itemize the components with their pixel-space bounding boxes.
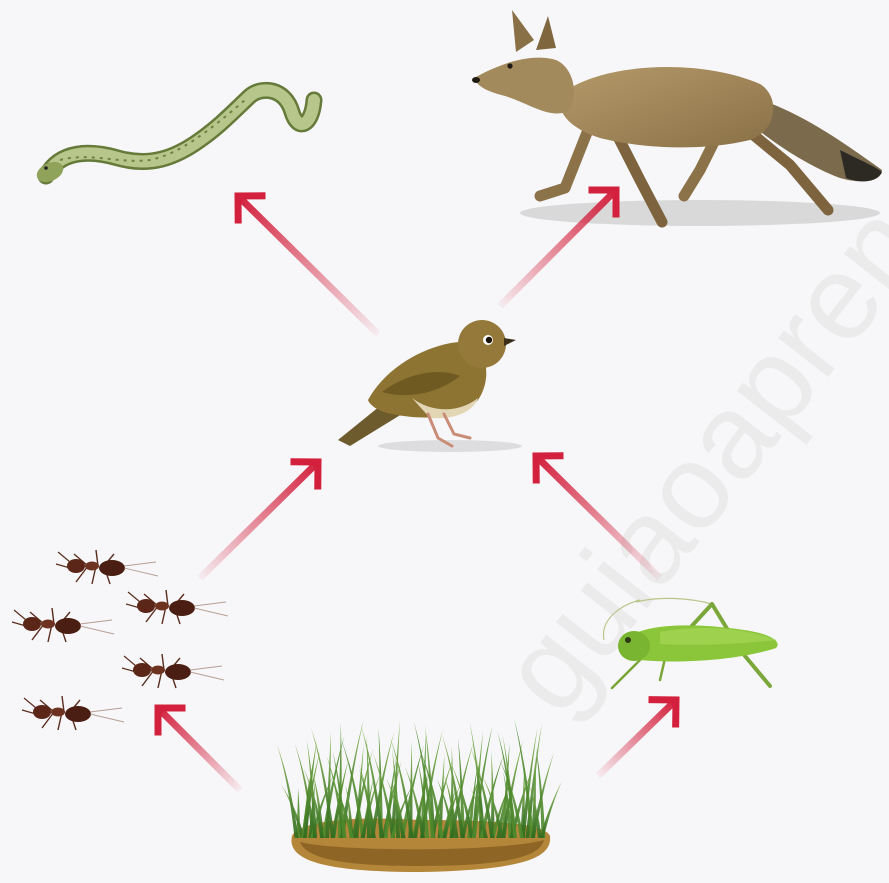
bird-icon	[338, 320, 522, 452]
snake-icon	[34, 90, 314, 186]
ant-figure	[122, 654, 224, 688]
arrow-bird-to-snake	[238, 196, 378, 334]
fox-icon	[472, 10, 882, 226]
ant-figure	[22, 696, 124, 730]
arrow-ants-to-bird	[200, 462, 318, 578]
grass-icon	[277, 719, 562, 872]
arrow-grass-to-ants	[158, 708, 240, 790]
arrow-grass-to-grasshopper	[598, 700, 676, 776]
ant-figure	[126, 590, 228, 624]
ants-icon	[12, 550, 228, 730]
ant-figure	[56, 550, 158, 584]
ant-figure	[12, 608, 114, 642]
